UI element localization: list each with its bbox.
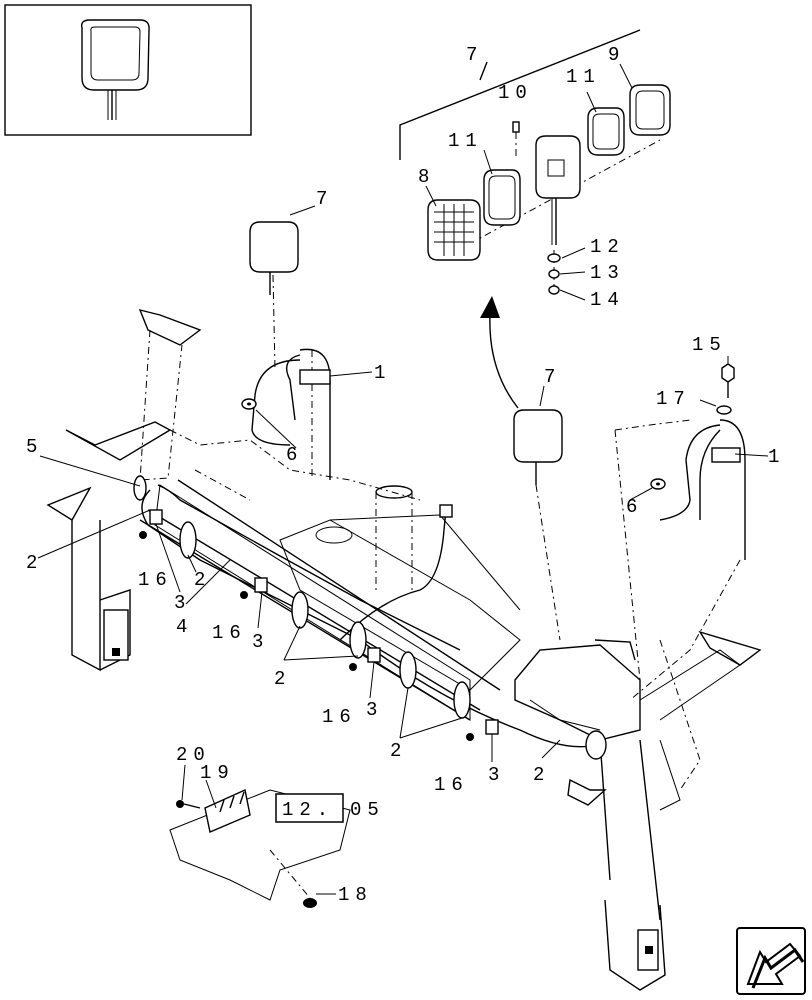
thumbnail-inset bbox=[4, 4, 252, 136]
section-reference-suffix: 05 bbox=[350, 799, 385, 821]
next-page-button[interactable] bbox=[736, 927, 806, 995]
callout-11: 11 bbox=[448, 130, 483, 152]
callout-19: 19 bbox=[200, 762, 235, 784]
next-page-arrow-icon bbox=[746, 942, 805, 989]
callout-2: 2 bbox=[390, 740, 407, 762]
callout-9: 9 bbox=[608, 44, 625, 66]
leader-lines bbox=[37, 205, 769, 895]
callout-12: 12 bbox=[590, 236, 625, 258]
gasket-part-right bbox=[587, 107, 625, 156]
callout-7: 7 bbox=[466, 44, 483, 66]
wiring-harness bbox=[133, 348, 746, 760]
lens-part bbox=[427, 199, 481, 261]
callout-5: 5 bbox=[26, 436, 43, 458]
callout-2: 2 bbox=[26, 552, 43, 574]
callout-15: 15 bbox=[692, 334, 727, 356]
callout-labels: 1 1 2 2 2 2 2 3 3 3 3 4 5 6 6 7 7 7 8 9 … bbox=[26, 44, 785, 906]
callout-7: 7 bbox=[316, 188, 333, 210]
work-lamp-right bbox=[513, 409, 563, 641]
callout-6: 6 bbox=[286, 444, 303, 466]
callout-3: 3 bbox=[488, 764, 505, 786]
work-lamp-left bbox=[249, 221, 299, 371]
lamp-assembly-explosion bbox=[399, 29, 671, 301]
callout-1: 1 bbox=[768, 446, 785, 468]
callout-11: 11 bbox=[566, 66, 601, 88]
callout-2: 2 bbox=[194, 569, 211, 591]
callout-16: 16 bbox=[138, 569, 173, 591]
callout-3: 3 bbox=[252, 631, 269, 653]
reference-detail bbox=[169, 789, 351, 908]
callout-14: 14 bbox=[590, 289, 625, 311]
callout-10: 10 bbox=[498, 82, 533, 104]
section-reference-box bbox=[275, 793, 344, 823]
callout-4: 4 bbox=[176, 616, 193, 638]
callout-16: 16 bbox=[212, 622, 247, 644]
callout-8: 8 bbox=[418, 166, 435, 188]
frame-structure bbox=[46, 308, 762, 991]
callout-6: 6 bbox=[626, 496, 643, 518]
section-reference-number: 12. bbox=[282, 799, 334, 821]
explosion-arrow bbox=[480, 296, 519, 409]
callout-3: 3 bbox=[366, 699, 383, 721]
callout-2: 2 bbox=[274, 668, 291, 690]
callout-7: 7 bbox=[544, 366, 561, 388]
callout-13: 13 bbox=[590, 262, 625, 284]
bezel-part bbox=[629, 84, 671, 136]
work-lamp-thumbnail-icon bbox=[80, 19, 150, 120]
callout-16: 16 bbox=[434, 774, 469, 796]
lamp-housing-part bbox=[535, 135, 581, 245]
callout-1: 1 bbox=[374, 362, 391, 384]
callout-17: 17 bbox=[656, 388, 691, 410]
callout-2: 2 bbox=[533, 764, 550, 786]
callout-18: 18 bbox=[338, 884, 373, 906]
callout-20: 20 bbox=[176, 744, 211, 766]
gasket-part-left bbox=[483, 169, 521, 226]
callout-3: 3 bbox=[174, 592, 191, 614]
callout-16: 16 bbox=[322, 706, 357, 728]
